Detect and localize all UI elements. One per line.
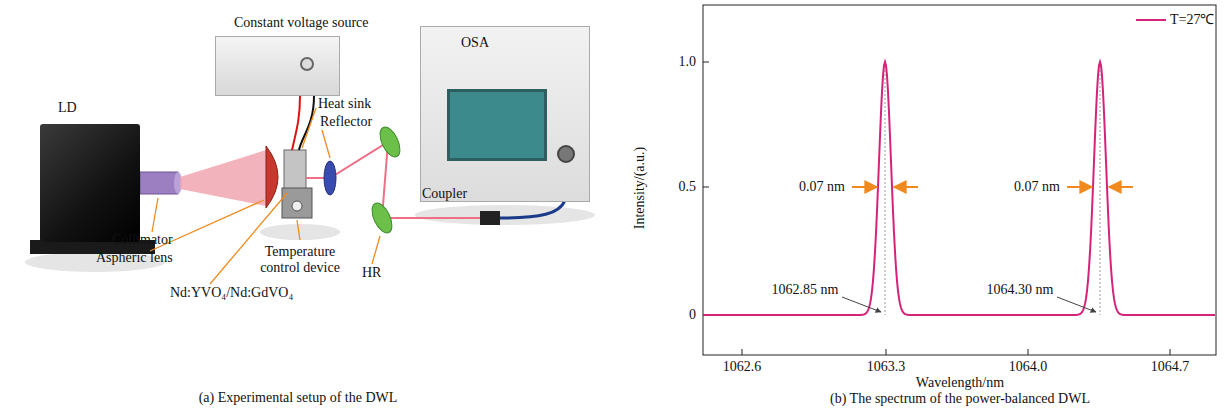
- leader-lines: [150, 108, 380, 284]
- part-label: Aspheric lens: [96, 250, 173, 266]
- aspheric-lens: [266, 146, 278, 208]
- part-label: HR: [362, 265, 381, 281]
- fiber-port: [557, 145, 575, 163]
- node-label: LD: [58, 100, 77, 116]
- part-label: Heat sink: [318, 96, 371, 112]
- hr-mirror: [368, 200, 396, 236]
- heat-sink: [282, 188, 312, 218]
- crystal-mount: [284, 150, 306, 190]
- tick-label: 1064.0: [1009, 359, 1048, 375]
- reflector: [324, 161, 336, 195]
- axis-title: Wavelength/nm: [916, 375, 1004, 391]
- collimator: [140, 172, 178, 194]
- tick-label: 0.5: [679, 179, 697, 195]
- part-label: Nd:YVO₄/Nd:GdVO₄: [170, 285, 293, 301]
- node-label: Constant voltage source: [234, 15, 369, 31]
- tick-label: 1063.3: [867, 359, 906, 375]
- spectrum-curve: [704, 62, 1215, 315]
- coupler: [480, 211, 500, 225]
- voltage-source: Constant voltage source: [215, 36, 340, 96]
- tick-label: 0: [689, 307, 696, 323]
- panel-caption: (b) The spectrum of the power-balanced D…: [830, 391, 1090, 407]
- part-label: Coupler: [422, 186, 467, 202]
- pump-beam: [180, 150, 266, 206]
- peak-annotation: 1062.85 nm: [772, 282, 839, 298]
- part-label: Reflector: [320, 114, 372, 130]
- legend-line: [1136, 15, 1166, 25]
- width-annotation: 0.07 nm: [1014, 179, 1060, 195]
- terminal-knob: [300, 57, 314, 71]
- spectrum-analyzer: OSA: [420, 26, 590, 202]
- mount-hole: [292, 201, 302, 211]
- tick-label: 1062.6: [723, 359, 762, 375]
- width-annotation: 0.07 nm: [799, 179, 845, 195]
- chart: [703, 5, 1216, 355]
- legend-text: T=27℃: [1170, 12, 1214, 28]
- osa-screen: [447, 89, 547, 161]
- tick-label: 1.0: [679, 54, 697, 70]
- wire-red: [292, 96, 300, 150]
- fiber: [500, 200, 565, 218]
- tick-label: 1064.7: [1151, 359, 1190, 375]
- mirror: [376, 124, 404, 160]
- laser-diode: LD: [40, 124, 140, 242]
- part-label: Temperature control device: [248, 244, 352, 276]
- part-label: Collimator: [112, 232, 173, 248]
- wire-black: [299, 96, 314, 150]
- peak-annotation: 1064.30 nm: [987, 282, 1054, 298]
- axis-title: Intensity/(a.u.): [632, 147, 648, 229]
- panel-caption: (a) Experimental setup of the DWL: [199, 390, 398, 406]
- node-label: OSA: [461, 35, 489, 51]
